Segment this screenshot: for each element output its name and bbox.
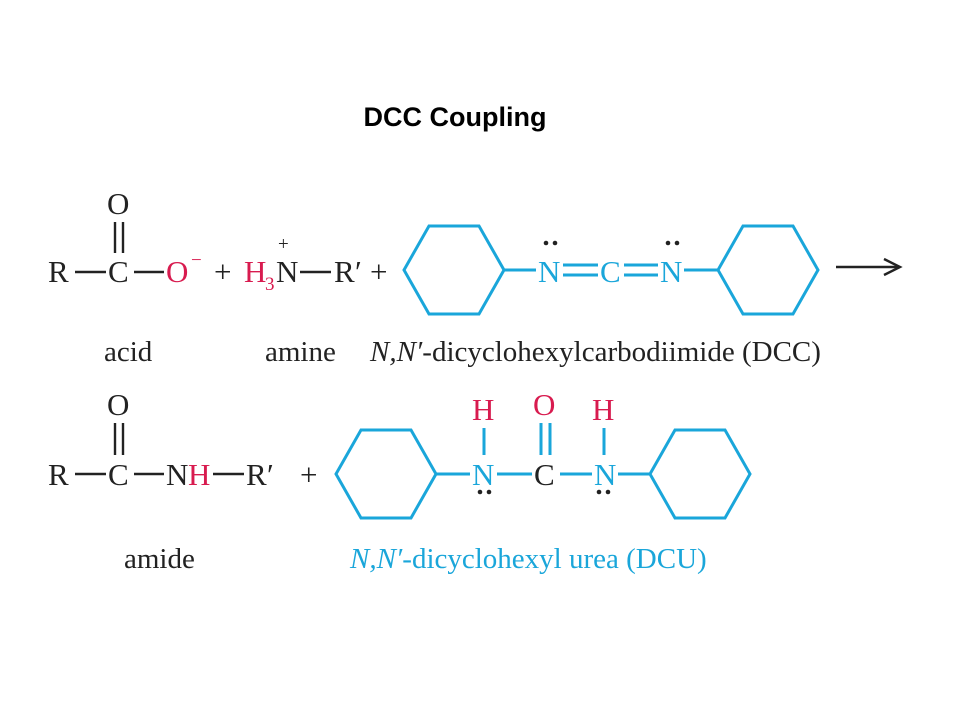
prime-mark: ′ [355,254,362,289]
label-dcc-rest: -dicyclohexylcarbodiimide (DCC) [422,336,821,368]
dcu-carbon: C [534,457,555,492]
label-acid: acid [104,336,153,368]
hydrogen-subscript: 3 [265,274,275,295]
page-title: DCC Coupling [363,102,547,132]
carbonyl-oxygen: O [107,186,129,221]
dcu-nitrogen-left: N [472,457,494,492]
dcu-hydrogen-left: H [472,392,494,427]
positive-charge: + [278,234,289,255]
cyclohexyl-ring-right [716,224,820,316]
dcu-oxygen: O [533,387,555,422]
carbonyl-carbon: C [108,254,129,289]
dcc-nitrogen-right: N [660,254,682,289]
r-prime-group: R [246,457,267,492]
amine-structure: H 3 N + R ′ [244,234,362,295]
dcc-structure: N C N [402,224,820,316]
dcc-nitrogen-left: N [538,254,560,289]
prime-mark: ′ [267,457,274,492]
dcu-structure: N H C O N H [334,387,752,520]
carboxylate-oxygen: O [166,254,188,289]
amine-nitrogen: N [276,254,298,289]
ammonium-hydrogen: H [244,254,266,289]
label-dcc: N,N′-dicyclohexylcarbodiimide (DCC) [369,336,821,368]
label-dcu: N,N′-dicyclohexyl urea (DCU) [349,543,707,575]
r-group: R [48,457,69,492]
cyclohexyl-ring-right [648,428,752,520]
dcu-hydrogen-right: H [592,392,614,427]
carbonyl-oxygen: O [107,387,129,422]
label-dcu-italic: N,N′ [349,543,403,575]
negative-charge: − [191,250,202,271]
r-prime-group: R [334,254,355,289]
plus-sign: + [214,254,231,289]
plus-sign: + [370,254,387,289]
acid-structure: R C O O − [48,186,202,289]
dcc-carbon: C [600,254,621,289]
reaction-arrow [836,257,903,277]
r-group: R [48,254,69,289]
cyclohexyl-ring-left [334,428,438,520]
label-amine: amine [265,336,336,368]
plus-sign: + [300,457,317,492]
amide-structure: R C O N H R ′ [48,387,274,492]
label-amide: amide [124,543,195,575]
carbonyl-carbon: C [108,457,129,492]
label-dcu-rest: -dicyclohexyl urea (DCU) [402,543,706,575]
label-dcc-italic: N,N′ [369,336,423,368]
cyclohexyl-ring-left [402,224,506,316]
amide-nitrogen: N [166,457,188,492]
dcu-nitrogen-right: N [594,457,616,492]
amide-hydrogen: H [188,457,210,492]
